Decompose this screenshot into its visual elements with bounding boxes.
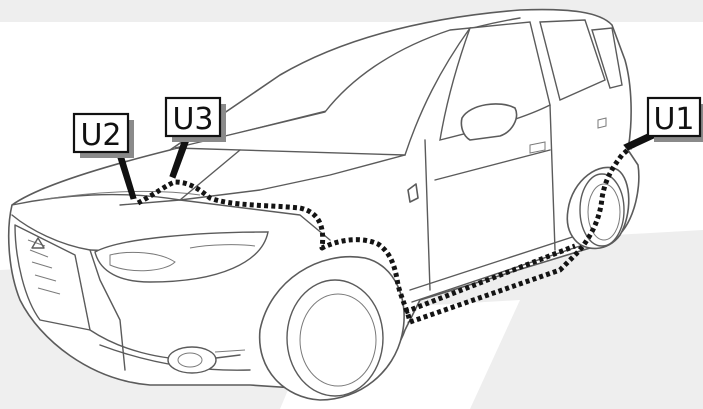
label-u2-text: U2: [80, 118, 121, 153]
label-u3: U3: [166, 98, 226, 142]
label-u3-text: U3: [172, 102, 213, 137]
label-u1-text: U1: [653, 102, 694, 137]
label-u1: U1: [648, 98, 703, 142]
label-u2: U2: [74, 114, 134, 158]
